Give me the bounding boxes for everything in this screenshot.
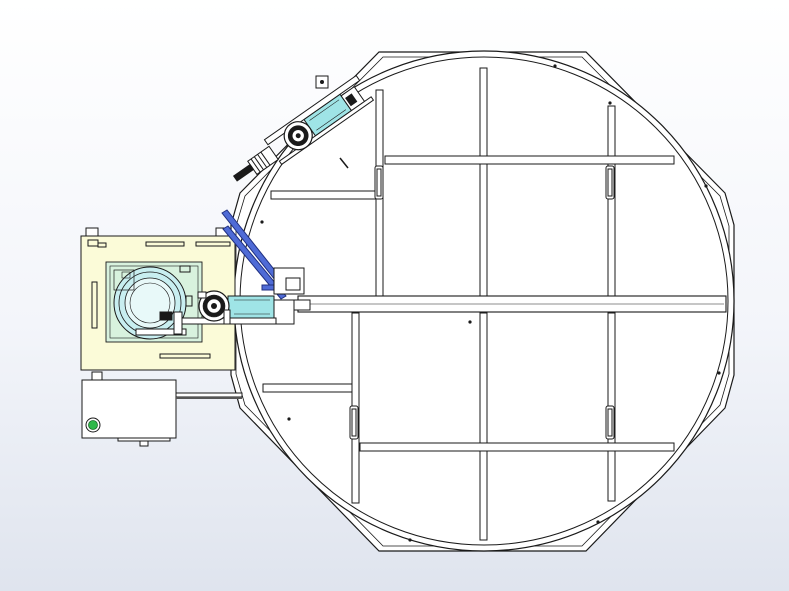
rim-bolts [260,64,721,542]
clamp-slots [349,165,615,440]
electrical-box[interactable] [81,371,243,447]
torch-body-cyan [227,295,275,319]
grid-horizontal-bars [262,155,675,452]
upper-torch-wheel-icon [283,121,313,151]
turntable-assembly[interactable] [230,50,735,552]
center-welding-torch[interactable] [159,267,311,335]
status-lamp-icon[interactable] [85,417,101,433]
upper-welding-torch[interactable] [227,74,375,191]
